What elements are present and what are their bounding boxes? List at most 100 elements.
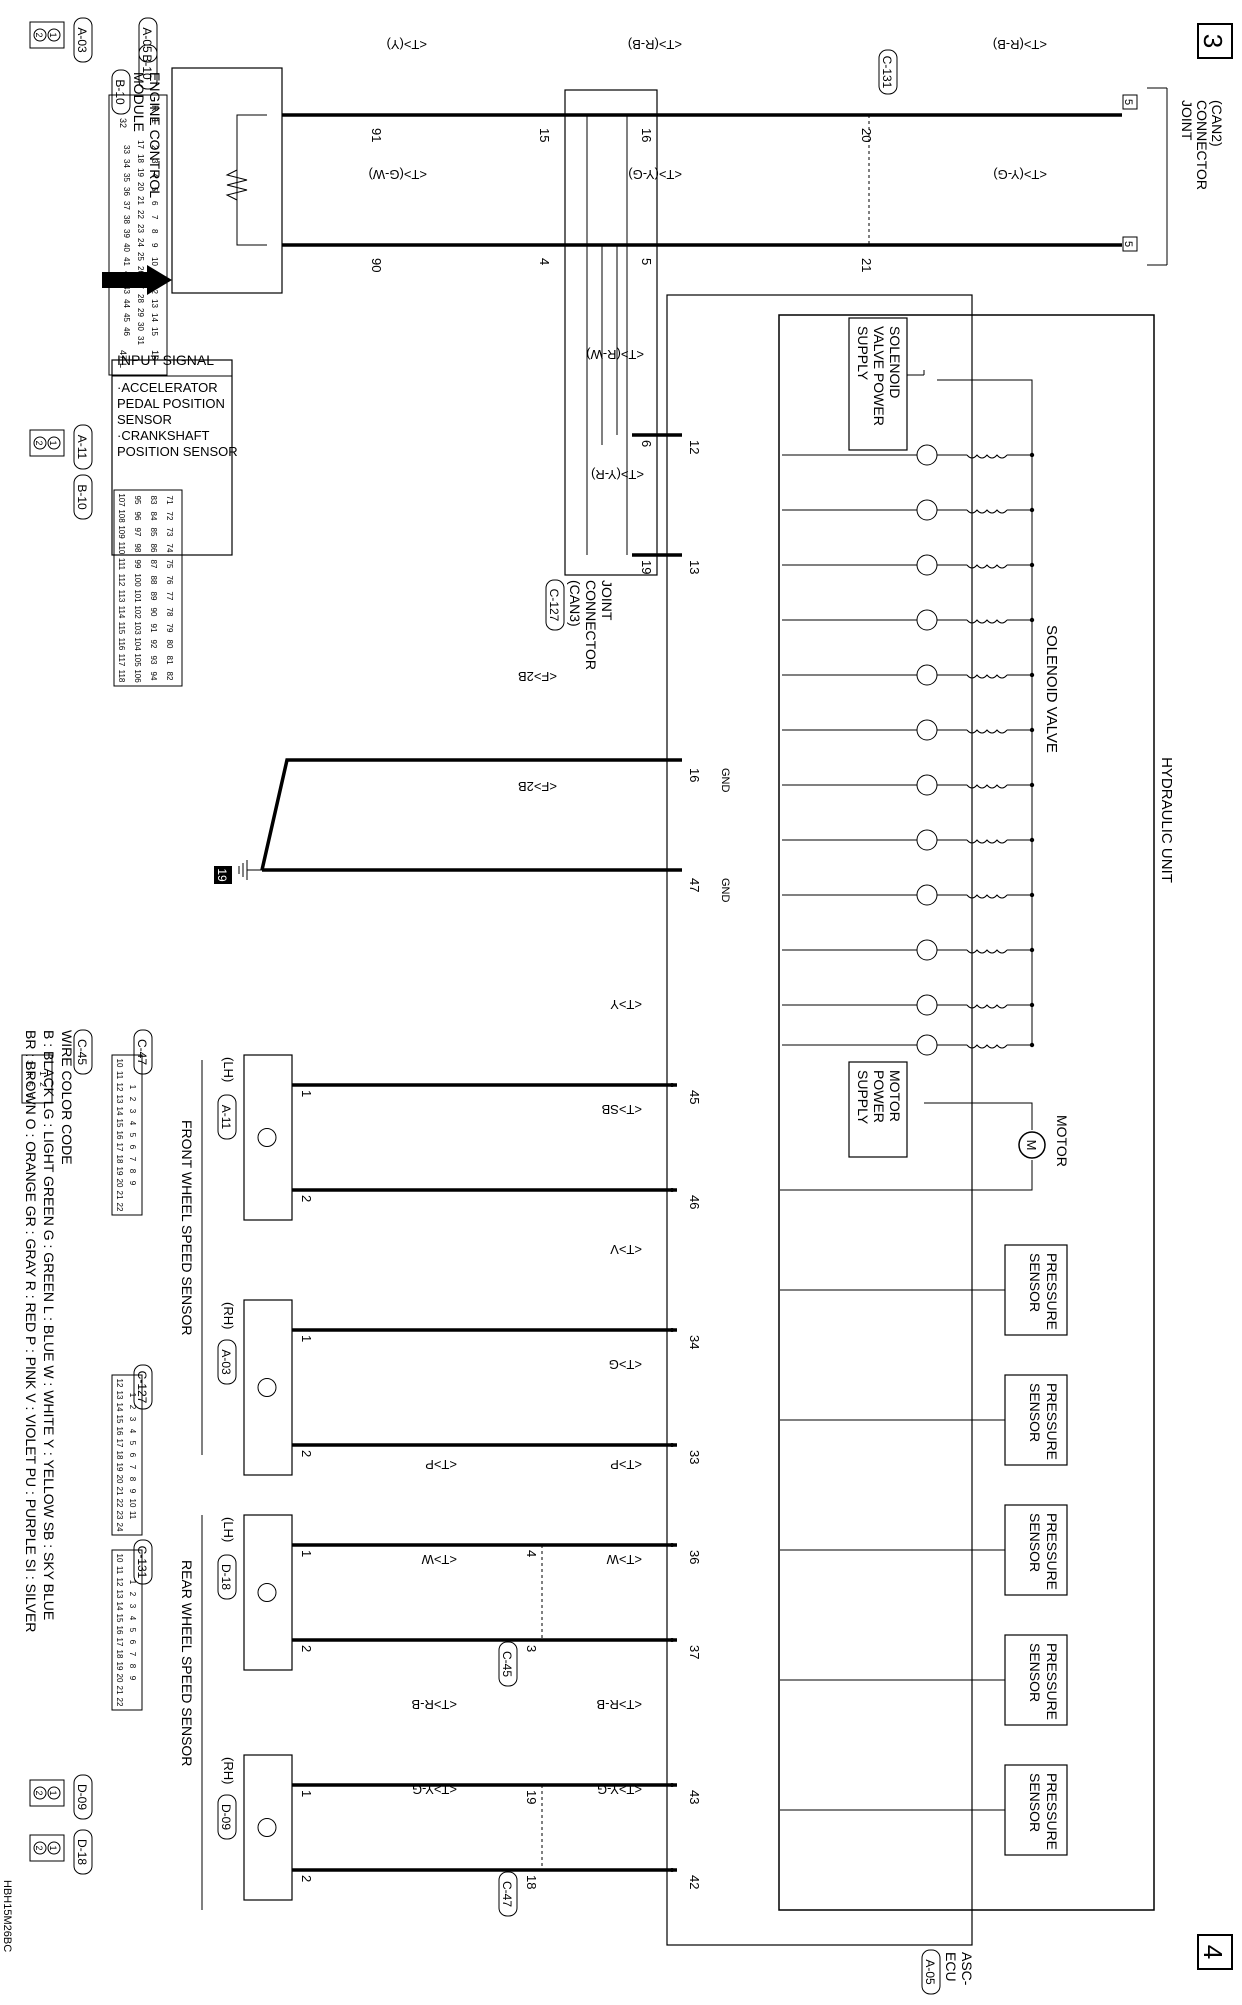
- pin-number: 22: [115, 1698, 124, 1707]
- c131-tag: C-131: [878, 49, 898, 95]
- pin-number: 98: [133, 544, 142, 553]
- svg-text:M: M: [1024, 1140, 1039, 1151]
- pin-number: 11: [150, 271, 159, 280]
- pin-number: 20: [115, 1674, 124, 1683]
- hydraulic-unit-box: [778, 314, 1155, 1911]
- input-signal-item: POSITION SENSOR: [117, 444, 238, 459]
- pin-number: 86: [149, 544, 158, 553]
- pressure-sensor-label: PRESSURE: [1044, 1773, 1060, 1850]
- mid-connector-label: C-47: [500, 1881, 514, 1907]
- ecm-label-2: MODULE: [131, 72, 147, 132]
- mid-connector-tag: [498, 1871, 518, 1917]
- pin-19-can3: 19: [639, 560, 654, 574]
- svg-text:CONNECTOR: CONNECTOR: [583, 580, 599, 670]
- pin-number: 4: [128, 1121, 137, 1126]
- transistor-icon: [916, 774, 938, 796]
- can-h-ecm-color: <T>(Y): [387, 37, 427, 52]
- pin-marker: [670, 1638, 674, 1642]
- pin-number: 100: [133, 573, 142, 587]
- coil-icon: [966, 839, 1008, 844]
- wire-color-1b: <T>R-B: [411, 1697, 457, 1712]
- pin-number: 80: [165, 640, 174, 649]
- mid-connector-label: C-45: [500, 1651, 514, 1677]
- pin-number: 114: [117, 606, 126, 619]
- pin-number: 2: [150, 145, 159, 150]
- b10-connector: 7172737475767778798081828384858687888990…: [113, 489, 183, 687]
- pin-number: 79: [165, 624, 174, 633]
- pin-number: 117: [117, 654, 126, 667]
- solenoid-valve-1: [782, 444, 1035, 466]
- sensor-connector-tag: [217, 1094, 237, 1140]
- pin-label: R: [150, 105, 160, 112]
- pin-number: 15: [115, 1614, 124, 1623]
- transistor-icon: [916, 884, 938, 906]
- coil-icon: [966, 894, 1008, 899]
- pin-number: 1: [48, 1790, 58, 1795]
- sensor-box: [243, 1299, 293, 1476]
- junction-dot: [1029, 947, 1035, 953]
- pin-number: 118: [117, 670, 126, 683]
- pin-number: 101: [133, 589, 142, 603]
- solenoid-valve-6: [782, 719, 1035, 741]
- sensor-icon: [257, 1818, 277, 1837]
- svg-text:4: 4: [1198, 1945, 1228, 1959]
- wire-color-1: <T>R-B: [596, 1697, 642, 1712]
- svg-text:19: 19: [215, 868, 229, 882]
- transistor-icon: [916, 664, 938, 686]
- solenoid-valve-10: [782, 939, 1035, 961]
- pin-number: 5: [128, 1441, 137, 1446]
- pin-number: 20: [115, 1475, 124, 1484]
- rear-wss-label: REAR WHEEL SPEED SENSOR: [179, 1560, 195, 1766]
- d18-label: D-18: [75, 1839, 89, 1865]
- pin-number: 72: [165, 512, 174, 521]
- transistor-icon: [916, 1034, 938, 1056]
- input-signal-box: [111, 359, 233, 556]
- transistor-icon: [916, 499, 938, 521]
- pin-number: 12: [115, 1379, 124, 1388]
- pin-number: 91: [149, 624, 158, 633]
- pin-number: 20: [115, 1179, 124, 1188]
- sensor-connector-label: D-18: [219, 1564, 233, 1590]
- pin-number: 3: [128, 1417, 137, 1422]
- solenoid-valve-array: [782, 444, 1035, 1056]
- transistor-icon: [916, 444, 938, 466]
- pin-number: 25: [136, 252, 145, 261]
- pin-number: 1: [128, 1085, 137, 1090]
- pin-number: 23: [136, 224, 145, 233]
- pin-number: 15: [115, 1119, 124, 1128]
- connector-body: [29, 429, 65, 457]
- ecu-pin: 33: [687, 1450, 702, 1464]
- b10-small-label: B-10: [140, 54, 154, 80]
- svg-text:5: 5: [1122, 241, 1134, 247]
- coil-icon: [966, 729, 1008, 734]
- solenoid-valve-7: [782, 774, 1035, 796]
- pin-number: 2: [34, 32, 44, 37]
- pin-number: 22: [115, 1203, 124, 1212]
- pin-number: 7: [128, 1465, 137, 1470]
- pin-number: 2: [128, 1592, 137, 1597]
- wire-color-code-line-1: B : BLACK LG : LIGHT GREEN G : GREEN L :…: [41, 1030, 57, 1620]
- joint-connector-can3-box: [564, 89, 658, 576]
- pin-number: 33: [122, 145, 131, 154]
- can3-b-color: <T>(Y-R): [591, 467, 644, 482]
- a03-connector: 12: [29, 21, 65, 49]
- pin-number: 73: [165, 528, 174, 537]
- pin-number: 37: [122, 201, 131, 210]
- pin-number: 88: [149, 576, 158, 585]
- pin-number: 28: [136, 294, 145, 303]
- transistor-icon: [916, 554, 938, 576]
- pin-number: 13: [115, 1391, 124, 1400]
- solenoid-supply-label-3: SUPPLY: [855, 326, 871, 381]
- pin-number: 6: [128, 1640, 137, 1645]
- pin-2-icon: [33, 28, 47, 42]
- ecu-pin: 36: [687, 1550, 702, 1564]
- connector-body: [111, 1374, 143, 1536]
- solenoid-valve-3: [782, 554, 1035, 576]
- pin-number: 39: [122, 229, 131, 238]
- ecm-label-1: ENGINE CONTROL: [147, 72, 163, 198]
- pin-number: 19: [115, 1463, 124, 1472]
- solenoid-valve-5: [782, 664, 1035, 686]
- ecm-box: [171, 67, 283, 294]
